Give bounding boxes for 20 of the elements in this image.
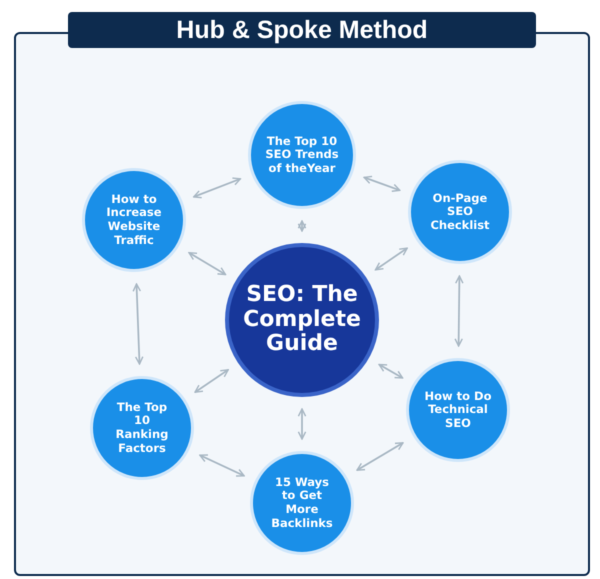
double-arrow: [188, 252, 226, 276]
topic-label: How to Increase Website Traffic: [105, 192, 163, 248]
double-arrow: [454, 275, 464, 347]
hub-label: SEO: The Complete Guide: [243, 283, 361, 357]
topic-label: The Top 10 Ranking Factors: [114, 400, 170, 456]
double-arrow: [356, 442, 404, 471]
double-arrow: [132, 283, 144, 365]
title-banner: Hub & Spoke Method: [68, 12, 536, 48]
double-arrow: [199, 454, 245, 477]
double-arrow: [298, 408, 306, 440]
topic-label: How to Do Technical SEO: [423, 390, 492, 430]
double-arrow: [298, 220, 306, 232]
topic-label: The Top 10 SEO Trends of theYear: [265, 134, 339, 176]
double-arrow: [192, 177, 242, 198]
topic-label: 15 Ways to Get More Backlinks: [270, 476, 334, 530]
topic-label: On-Page SEO Checklist: [429, 192, 491, 232]
double-arrow: [378, 364, 404, 379]
double-arrow: [374, 247, 408, 271]
double-arrow: [363, 176, 401, 192]
double-arrow: [194, 369, 229, 393]
